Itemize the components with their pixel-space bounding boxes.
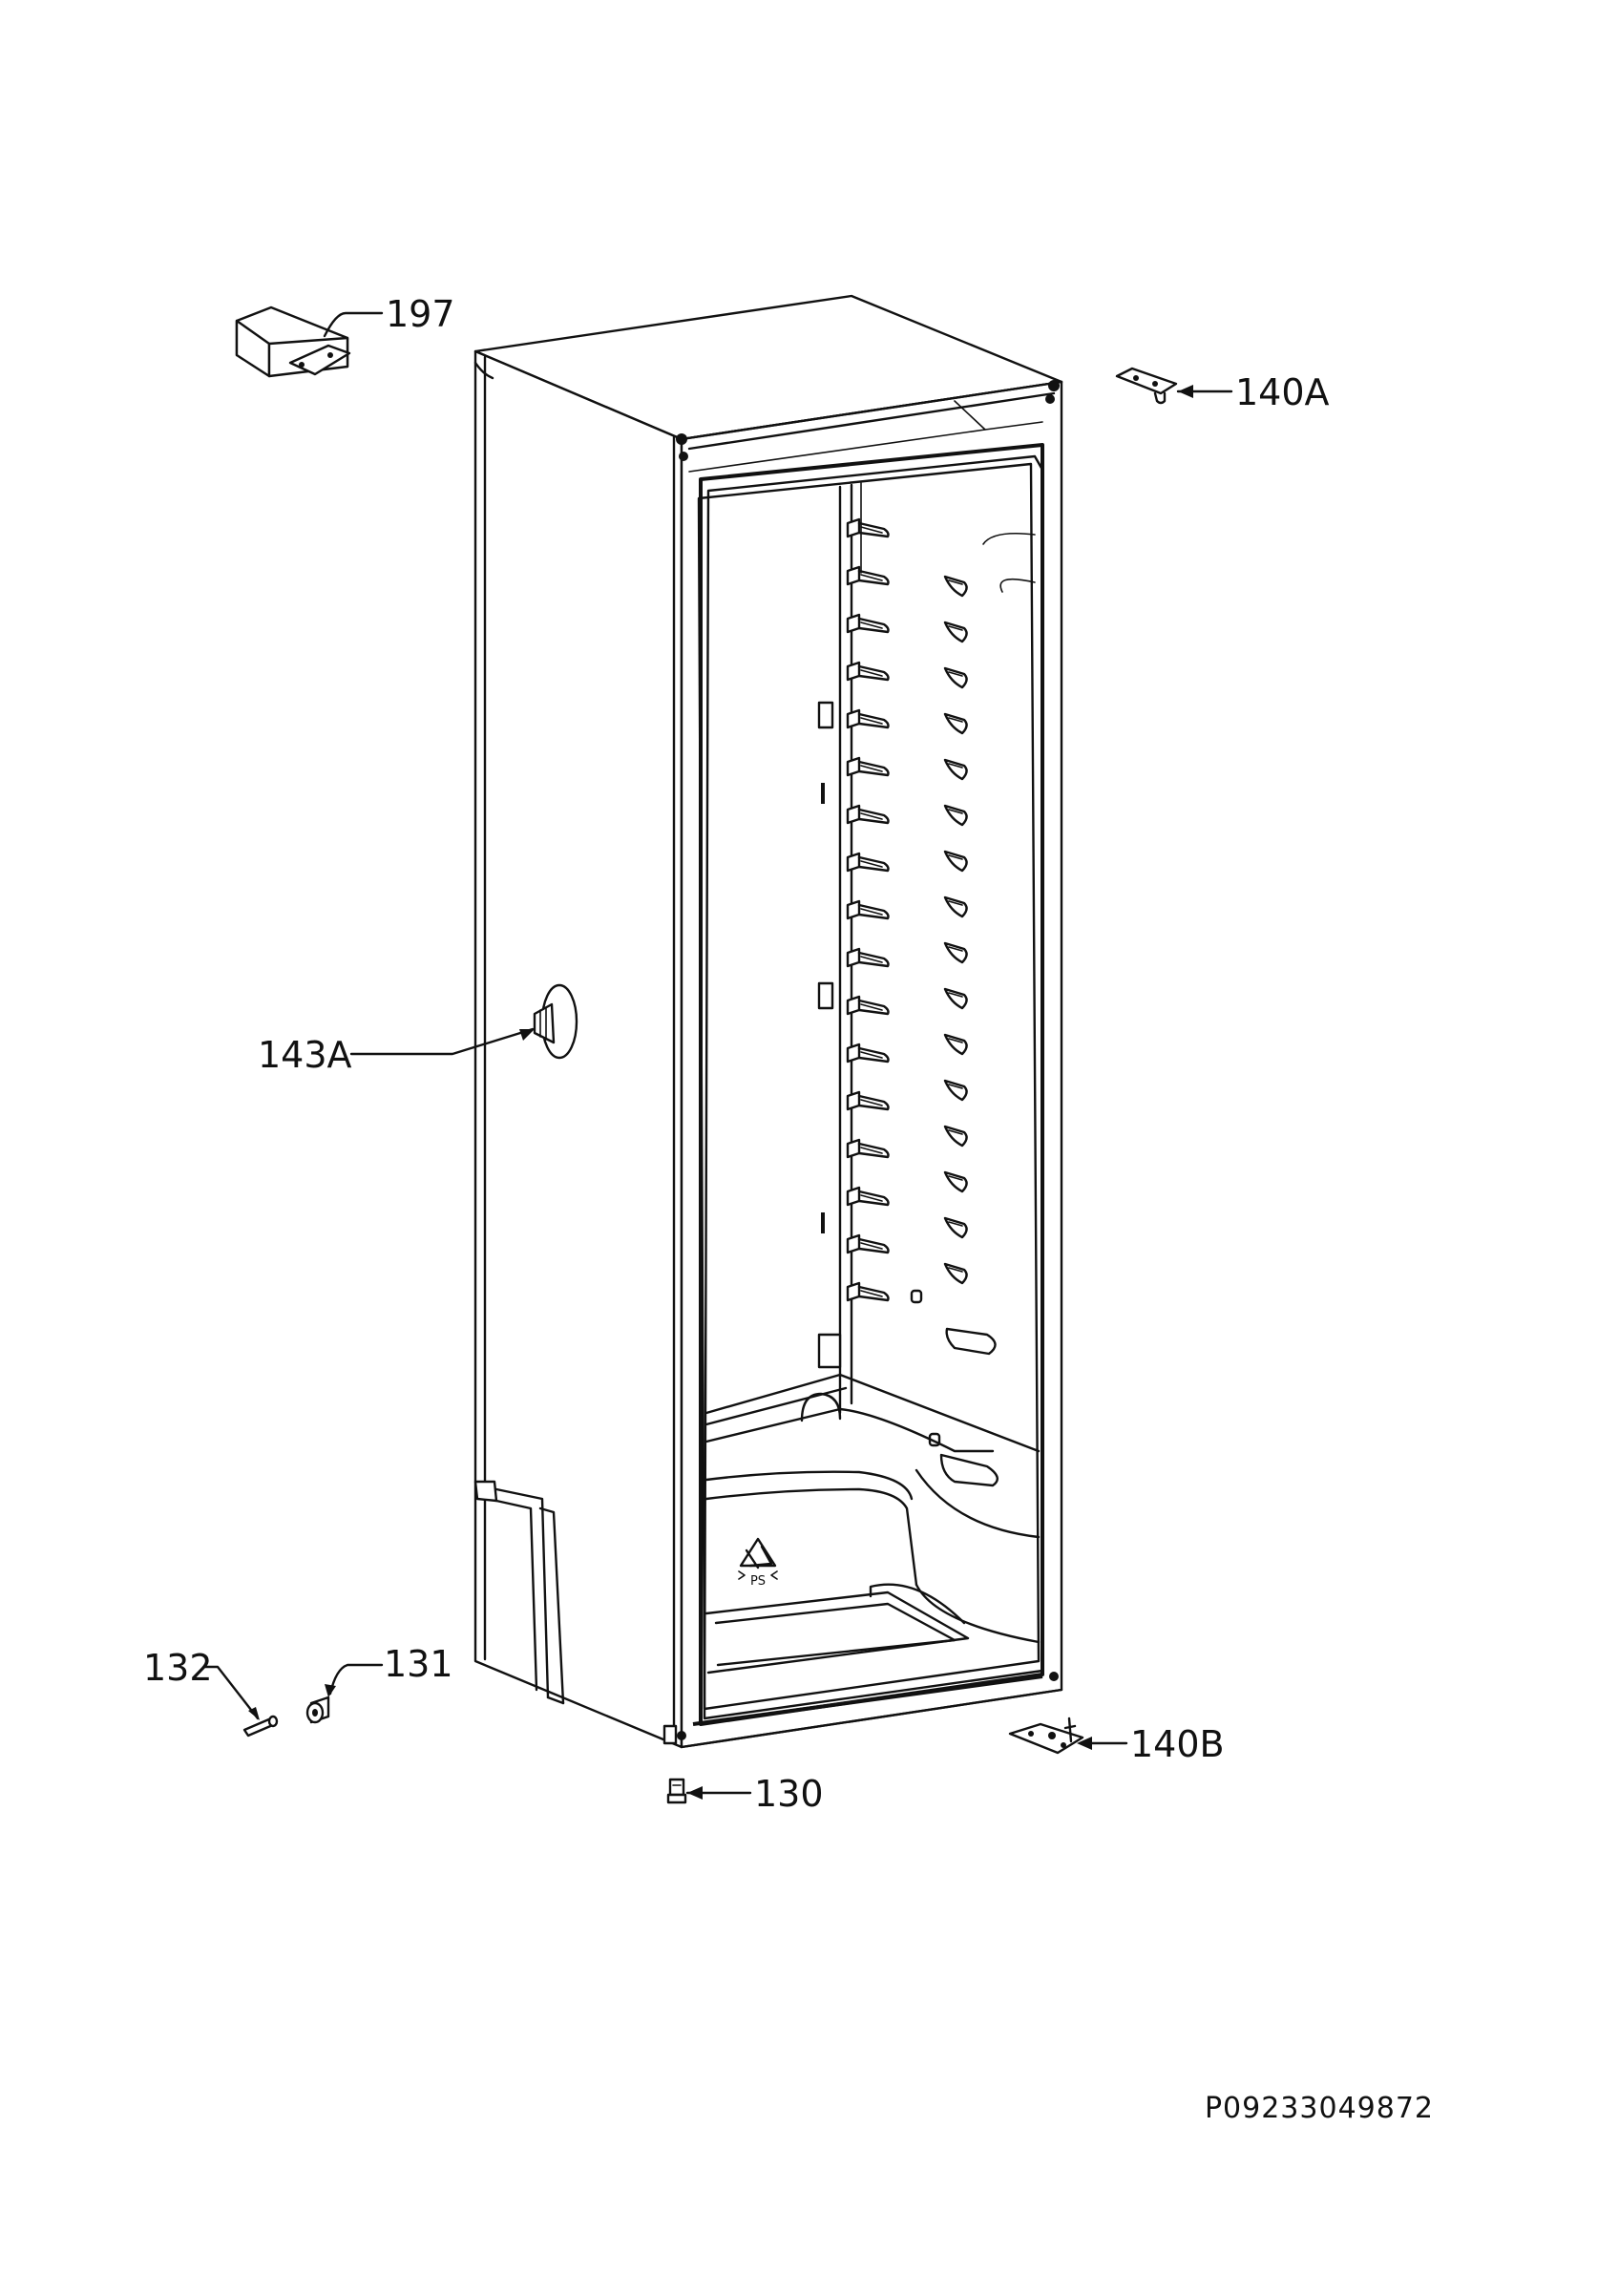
- shelf-support: [943, 850, 968, 873]
- recycle-mark-label: PS: [750, 1574, 766, 1589]
- callout-143a: 143A: [258, 1034, 352, 1076]
- shelf-rail: [846, 947, 890, 968]
- callout-132: 132: [143, 1647, 213, 1689]
- shelf-rail: [846, 1281, 890, 1302]
- shelf-rail: [846, 995, 890, 1016]
- shelf-support: [943, 895, 968, 918]
- shelf-rail: [846, 1043, 890, 1064]
- shelf-rail: [846, 804, 890, 825]
- shelf-rail: [846, 661, 890, 682]
- callout-197: 197: [386, 293, 455, 335]
- shelf-rail: [846, 708, 890, 729]
- shelf-rail: [846, 1233, 890, 1254]
- part-140a-hinge: [1115, 367, 1178, 405]
- shelf-rails-left: [846, 517, 890, 1302]
- shelf-support: [943, 804, 968, 827]
- shelf-support: [943, 1170, 968, 1193]
- shelf-support: [943, 1125, 968, 1148]
- callout-131: 131: [384, 1643, 453, 1685]
- part-197-cover: [235, 305, 351, 378]
- shelf-rail: [846, 1090, 890, 1111]
- recycle-mark-icon: PS: [738, 1537, 778, 1589]
- shelf-support: [943, 1262, 968, 1285]
- part-131-bushing: [305, 1696, 330, 1724]
- shelf-support: [943, 941, 968, 964]
- part-143a-grommet: [533, 983, 578, 1060]
- callout-140b: 140B: [1130, 1723, 1225, 1765]
- shelf-support: [943, 621, 968, 643]
- shelf-rail: [846, 1186, 890, 1207]
- callout-labels: 197 140A 143A 132 131 140B 130: [143, 293, 1330, 1815]
- shelf-rail: [846, 517, 890, 538]
- shelf-support: [943, 1216, 968, 1239]
- shelf-support: [943, 666, 968, 689]
- shelf-rail: [846, 852, 890, 873]
- shelf-rail: [846, 756, 890, 777]
- shelf-support: [943, 758, 968, 781]
- shelf-supports-right: [943, 575, 968, 1285]
- part-130-foot: [666, 1778, 687, 1804]
- shelf-rail: [846, 1138, 890, 1159]
- shelf-support: [943, 712, 968, 735]
- shelf-support: [943, 575, 968, 598]
- callout-140a: 140A: [1235, 371, 1330, 413]
- shelf-rail: [846, 613, 890, 634]
- callout-130: 130: [754, 1773, 824, 1815]
- part-132-pin: [242, 1715, 279, 1738]
- shelf-rail: [846, 899, 890, 920]
- document-number: P09233049872: [1205, 2092, 1434, 2125]
- shelf-support: [943, 1033, 968, 1056]
- part-140b-hinge: [1008, 1717, 1084, 1755]
- back-wall-clips: [817, 701, 941, 1447]
- shelf-support: [943, 987, 968, 1010]
- shelf-rail: [846, 565, 890, 586]
- cabinet-bottom-compartment: [473, 1327, 1063, 1749]
- leader-lines: [202, 311, 1233, 1800]
- shelf-support: [943, 1079, 968, 1102]
